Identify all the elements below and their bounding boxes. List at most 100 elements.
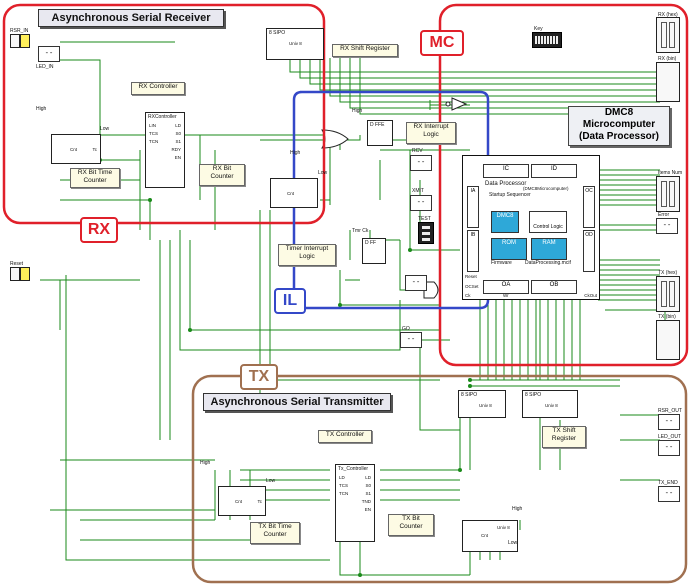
pin-ckout: CkOut [584, 293, 597, 298]
xmit-label: XMIT [412, 188, 424, 194]
rcv-probe: -- [410, 155, 432, 171]
rsr-in-toggle[interactable] [10, 31, 30, 49]
rx-bit-counter-chip: Cnt [270, 178, 318, 208]
rx-controller-chip: RXController LIN TCS TCN LD S0 S1 RDY EN [145, 112, 185, 188]
reset-toggle[interactable] [10, 264, 30, 282]
pin-ocset: OCSet [465, 284, 479, 289]
rx-ctrl-pin-s0: S0 [175, 131, 181, 136]
items-num-label: Items Num [658, 170, 683, 176]
rx-hex-label: RX (hex) [658, 12, 678, 18]
tx-shift-univ: Univ 8 [545, 403, 558, 408]
port-oc: OC [583, 186, 595, 228]
error-probe: -- [656, 218, 678, 234]
tx-controller-label: Tx_Controller [338, 466, 369, 472]
il-region-tag: IL [274, 288, 306, 314]
tx-bit-high-label: High [512, 506, 523, 512]
rx-ctrl-pin-rdy: RDY [171, 147, 181, 152]
tx-low-label: Low [266, 478, 276, 484]
tx-ctrl-pin-ld: LD [365, 475, 371, 480]
timer-ff-label: D FF [365, 240, 377, 246]
test-switch[interactable] [418, 222, 434, 244]
mc-region-outline [438, 3, 689, 367]
led-out-probe: -- [658, 440, 680, 456]
data-processor-sublabel: (DMC8Microcomputer) [523, 186, 569, 191]
items-num-display [656, 176, 680, 212]
rx-ff-label: D FFE [370, 122, 385, 128]
rx-high-label: High [36, 106, 47, 112]
tx-chip-1-label: 8 SIPO [461, 392, 478, 398]
key-dip-switch[interactable] [532, 32, 562, 48]
tx-ctrl-pin-s0: S0 [365, 483, 371, 488]
tx-bin-label: TX (bin) [658, 314, 676, 320]
tx-end-probe: -- [658, 486, 680, 502]
timer-interrupt-ff: D FF [362, 238, 386, 264]
tx-controller-chip: Tx_Controller LD TCS TCN LD S0 S1 TND EN [335, 464, 375, 542]
data-processor-label: Data Processor [485, 181, 527, 187]
dmc8-processor-chip: IC ID Data Processor (DMC8Microcomputer)… [462, 155, 600, 300]
inverter-symbol [451, 97, 468, 111]
tx-ctrl-pin-ld-in: LD [339, 475, 345, 480]
tx-bit-counter-note: TX Bit Counter [388, 514, 434, 536]
tx-bit-time-counter-note: TX Bit Time Counter [250, 522, 300, 544]
go-label: GO [402, 326, 410, 332]
rsr-out-probe: -- [658, 414, 680, 430]
port-oa: OA [483, 280, 529, 294]
firmware-label: Firmware [491, 260, 512, 266]
test-label: TEST [418, 216, 431, 222]
dmc8-title: DMC8 Microcomputer (Data Processor) [568, 106, 670, 146]
rx-ctrl-pin-tcn: TCN [149, 139, 159, 144]
tx-shift-register-note: TX Shift Register [542, 426, 586, 448]
tc-label: Tc [92, 147, 98, 152]
rx-ctrl-pin-tcs: TCS [149, 131, 158, 136]
cnt-label: Cnt [70, 147, 78, 152]
rx-ctrl-pin-en: EN [174, 155, 181, 160]
port-id: ID [531, 164, 577, 178]
tx-ctrl-pin-tnd: TND [361, 499, 371, 504]
rom-block: ROM [491, 238, 527, 260]
tx-bin-display [656, 320, 680, 360]
rx-bit-time-counter-note: RX Bit Time Counter [70, 168, 120, 188]
univ-label: Univ 8 [289, 41, 302, 46]
pin-ck: Ck [465, 293, 471, 298]
tx-hex-label: TX (hex) [658, 270, 678, 276]
tx-controller-note: TX Controller [318, 430, 372, 443]
tx-region-outline [191, 374, 688, 584]
tx-bit-counter-chip: Cnt Univ 8 [462, 520, 518, 552]
rx-ctrl-pin-ld: LD [175, 123, 181, 128]
rx-ctrl-pin-s1: S1 [175, 139, 181, 144]
rx-int-high-label: High [352, 108, 363, 114]
rx-ctrl-pin-lin: LIN [149, 123, 157, 128]
rx-region-outline [2, 3, 326, 225]
xmit-probe: -- [410, 195, 432, 211]
rx-interrupt-logic-note: RX Interrupt Logic [406, 122, 456, 144]
rx-region-tag: RX [80, 217, 118, 243]
tx-bit-time-tc: Tc [257, 499, 263, 504]
port-ob: OB [531, 280, 577, 294]
rx-bin-display [656, 62, 680, 102]
tx-ctrl-pin-en: EN [364, 507, 371, 512]
rx-interrupt-ff: D FFE [367, 120, 393, 146]
data-processing-label: DataProcessing.mcif [525, 260, 571, 266]
tx-chip-1-univ: Univ 8 [479, 403, 492, 408]
tx-bit-counter-univ: Univ 8 [497, 525, 510, 530]
rx-controller-label: RXController [148, 114, 177, 120]
tx-bit-time-cnt: Cnt [235, 499, 243, 504]
tx-ctrl-pin-tcn: TCN [339, 491, 349, 496]
tx-upper-chip-1: 8 SIPO Univ 8 [458, 390, 506, 418]
logic-gates [321, 97, 468, 299]
rx-bin-label: RX (bin) [658, 56, 677, 62]
shift-register-label: 8 SIPO [269, 30, 286, 36]
port-ic: IC [483, 164, 529, 178]
ram-block: RAM [531, 238, 567, 260]
rx-controller-note: RX Controller [131, 82, 185, 95]
il-region-outline [292, 90, 490, 310]
rx-title: Asynchronous Serial Receiver [38, 9, 224, 27]
startup-sequencer-label: Startup Sequencer [489, 192, 531, 198]
led-in-label: LED_IN [36, 64, 54, 70]
tx-bit-counter-cnt: Cnt [481, 533, 489, 538]
led-out-label: LED_OUT [658, 434, 682, 440]
error-label: Error [658, 212, 670, 218]
tx-bit-time-counter-chip: Cnt Tc [218, 486, 266, 516]
tx-hex-display [656, 276, 680, 312]
